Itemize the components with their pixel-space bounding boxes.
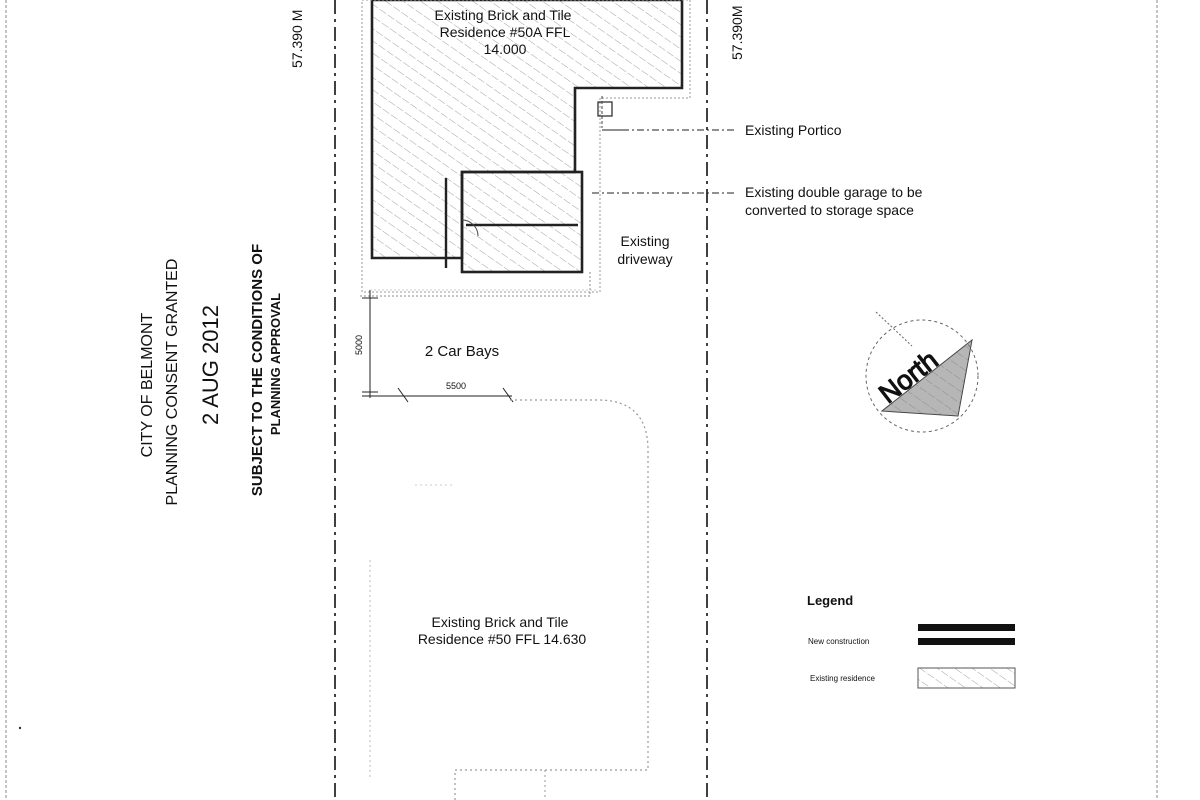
residence-50a-label-line1: Existing Brick and Tile xyxy=(435,7,572,23)
legend-new-construction-label: New construction xyxy=(808,637,869,646)
residence-50a-label-line2: Residence #50A FFL xyxy=(440,24,571,40)
boundary-dim-right: 57.390M xyxy=(729,6,745,60)
portico-label: Existing Portico xyxy=(745,122,842,138)
boundary-dim-left: 57.390 M xyxy=(289,10,305,68)
garage-block xyxy=(444,170,584,274)
driveway-label-line1: Existing xyxy=(620,233,669,249)
garage-label-line1: Existing double garage to be xyxy=(745,184,923,200)
north-arrow: North xyxy=(865,311,979,433)
residence-50-footprint xyxy=(369,399,649,800)
car-bays-dimensions xyxy=(362,289,596,403)
stamp-line1: CITY OF BELMONT xyxy=(139,312,156,457)
legend-existing-residence-swatch xyxy=(917,667,1016,689)
car-bays-label: 2 Car Bays xyxy=(425,343,499,360)
car-bays-depth-dim: 5000 xyxy=(354,335,364,355)
stamp-line4: PLANNING APPROVAL xyxy=(268,293,283,435)
residence-50-label-line1: Existing Brick and Tile xyxy=(432,614,569,630)
legend-new-construction-swatch-top xyxy=(918,624,1015,631)
driveway-outline xyxy=(360,272,591,297)
legend-new-construction-swatch-bottom xyxy=(918,638,1015,645)
stamp-date: 2 AUG 2012 xyxy=(198,305,223,425)
stamp-line3: SUBJECT TO THE CONDITIONS OF xyxy=(249,244,266,496)
legend-title: Legend xyxy=(807,593,853,608)
car-bays-width-dim: 5500 xyxy=(446,381,466,391)
portico xyxy=(597,96,613,128)
residence-50a-label-line3: 14.000 xyxy=(484,41,527,57)
driveway-label-line2: driveway xyxy=(617,251,672,267)
stamp-line2: PLANNING CONSENT GRANTED xyxy=(164,259,181,506)
garage-label-line2: converted to storage space xyxy=(745,202,914,218)
planning-consent-stamp: CITY OF BELMONT PLANNING CONSENT GRANTED… xyxy=(139,244,283,506)
legend: Legend New construction Existing residen… xyxy=(807,593,1016,689)
residence-50-label-line2: Residence #50 FFL 14.630 xyxy=(418,631,587,647)
scan-speck xyxy=(18,726,22,730)
legend-existing-residence-label: Existing residence xyxy=(810,674,875,683)
